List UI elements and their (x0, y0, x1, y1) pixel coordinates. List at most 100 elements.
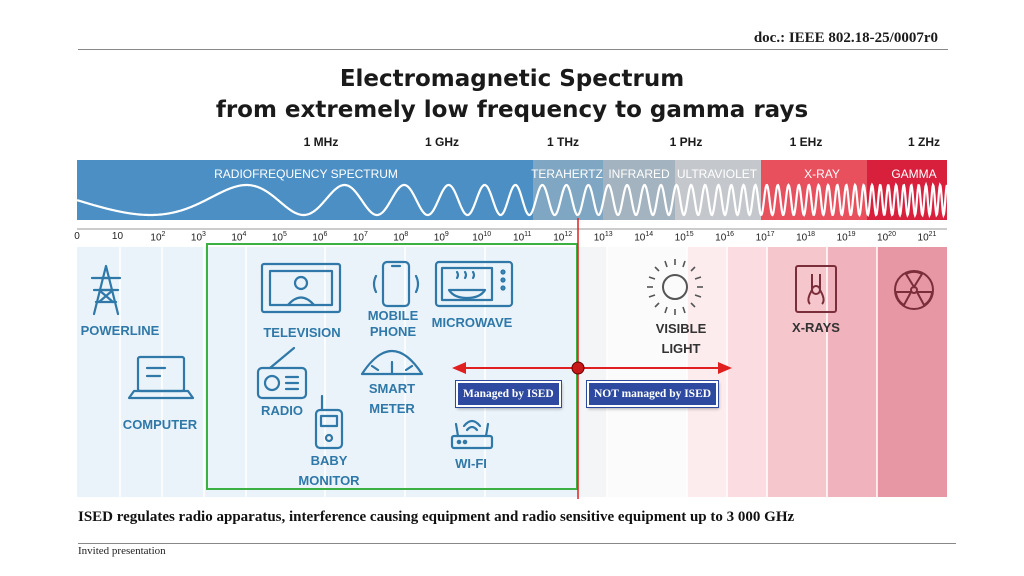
scale-tick: 1017 (756, 231, 775, 243)
scale-tick-exponent: 16 (726, 231, 735, 238)
scale-tick: 108 (393, 231, 408, 243)
scale-tick-exponent: 7 (363, 231, 368, 238)
smart-meter-icon (360, 349, 424, 376)
label-visible-2: LIGHT (661, 341, 701, 356)
scale-tick: 1019 (837, 231, 856, 243)
scale-tick: 1018 (796, 231, 815, 243)
freq-marker-phz: 1 PHz (669, 135, 703, 149)
scale-tick-base: 10 (755, 232, 767, 244)
label-baby-1: BABY (310, 453, 348, 468)
label-xrays: X-RAYS (792, 320, 840, 335)
freq-marker-zhz: 1 ZHz (907, 135, 941, 149)
scale-tick-exponent: 9 (444, 231, 449, 238)
band-label-infrared: INFRARED (608, 167, 670, 181)
radio-icon (256, 346, 308, 400)
diagram-subtitle: from extremely low frequency to gamma ra… (215, 97, 809, 123)
scale-tick-exponent: 12 (564, 231, 573, 238)
label-baby-2: MONITOR (298, 473, 360, 488)
microwave-icon (434, 260, 514, 308)
scale-tick-base: 10 (634, 232, 646, 244)
not-managed-by-ised-tag: NOT managed by ISED (587, 381, 719, 407)
scale-tick-base: 10 (472, 232, 484, 244)
scale-tick-base: 10 (271, 232, 283, 244)
label-mobile-1: MOBILE (367, 308, 419, 323)
mobile-phone-icon (372, 260, 420, 308)
scale-tick-exponent: 13 (604, 231, 613, 238)
freq-marker-thz: 1 THz (546, 135, 580, 149)
label-mobile-2: PHONE (369, 324, 417, 339)
diagram-title: Electromagnetic Spectrum (339, 66, 685, 92)
freq-marker-mhz: 1 MHz (303, 135, 339, 149)
scale-tick-base: 10 (111, 231, 124, 242)
label-radio: RADIO (261, 403, 303, 418)
scale-tick-exponent: 3 (202, 231, 206, 238)
zone-radio (77, 247, 577, 497)
scale-tick: 1020 (877, 231, 896, 243)
scale-tick-base: 10 (433, 232, 445, 244)
scale-tick-base: 10 (836, 232, 848, 244)
scale-tick-base: 10 (513, 232, 525, 244)
scale-tick: 106 (312, 231, 327, 243)
scale-tick: 109 (434, 231, 449, 243)
scale-tick-base: 10 (312, 232, 324, 244)
scale-tick-exponent: 10 (483, 231, 492, 238)
scale-tick-base: 10 (190, 232, 203, 244)
zone-xray-2 (827, 247, 877, 497)
baby-monitor-icon (314, 394, 344, 450)
managed-by-ised-tag: Managed by ISED (456, 381, 561, 407)
scale-tick-exponent: 17 (766, 231, 775, 238)
freq-marker-ehz: 1 EHz (789, 135, 823, 149)
scale-tick-base: 10 (553, 232, 565, 244)
boundary-marker (571, 361, 585, 375)
radiation-icon (894, 270, 934, 310)
scale-tick-exponent: 6 (323, 231, 328, 238)
scale-tick: 1016 (715, 231, 734, 243)
band-label-gamma: GAMMA (891, 167, 937, 181)
scale-tick: 1011 (513, 231, 531, 243)
scale-tick-base: 10 (877, 232, 889, 244)
scale-tick-exponent: 18 (807, 231, 816, 238)
scale-tick: 1021 (918, 231, 937, 243)
computer-icon (127, 355, 195, 400)
scale-tick: 103 (191, 231, 206, 243)
scale-tick: 0 (74, 231, 80, 242)
scale-tick-base: 0 (74, 231, 80, 242)
scale-tick-base: 10 (715, 232, 727, 244)
label-television: TELEVISION (263, 325, 341, 340)
scale-tick-exponent: 20 (888, 231, 896, 238)
scale-tick-exponent: 8 (404, 231, 409, 238)
footer-text: Invited presentation (78, 545, 166, 557)
scale-tick-base: 10 (231, 232, 243, 244)
scale-tick-exponent: 21 (928, 231, 937, 238)
band-label-ultraviolet: ULTRAVIOLET (676, 167, 758, 181)
label-powerline: POWERLINE (80, 323, 160, 338)
scale-tick-exponent: 4 (242, 231, 247, 238)
scale-tick-base: 10 (674, 232, 686, 244)
scale-tick-exponent: 14 (645, 231, 654, 238)
freq-marker-ghz: 1 GHz (424, 135, 460, 149)
scale-tick: 10 (112, 231, 123, 242)
sun-icon (647, 259, 703, 315)
scale-tick: 1015 (675, 231, 694, 243)
header-rule (78, 49, 948, 50)
em-wave (76, 181, 949, 219)
scale-tick: 107 (353, 231, 368, 243)
scale-tick-base: 10 (593, 232, 605, 244)
scale-tick: 1012 (553, 231, 572, 243)
zone-infrared (607, 247, 687, 497)
xray-icon (795, 265, 837, 313)
scale-tick: 104 (231, 231, 246, 243)
label-wifi: WI-FI (455, 456, 487, 471)
zone-uv (727, 247, 767, 497)
scale-tick-exponent: 19 (847, 231, 856, 238)
scale-tick-exponent: 2 (161, 231, 166, 238)
label-smart-1: SMART (368, 381, 416, 396)
label-smart-2: METER (369, 401, 415, 416)
label-computer: COMPUTER (122, 417, 198, 432)
label-microwave: MICROWAVE (431, 315, 513, 330)
band-label-xray: X-RAY (804, 167, 840, 181)
powerline-icon (90, 264, 122, 316)
scale-tick-base: 10 (917, 232, 929, 244)
scale-tick: 1010 (472, 231, 491, 243)
